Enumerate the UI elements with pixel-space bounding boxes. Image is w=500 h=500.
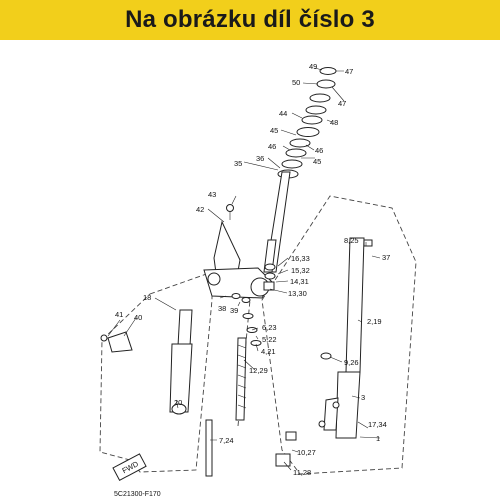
title-banner: Na obrázku díl číslo 3: [0, 0, 500, 40]
ball-race-45: [289, 138, 311, 148]
steering-stem: [263, 171, 291, 273]
washer-47: [316, 79, 336, 89]
callout-1: 1: [376, 434, 380, 443]
callout-17-34: 17,34: [368, 420, 387, 429]
callout-47b: 47: [338, 99, 346, 108]
ball-bearing-46: [285, 148, 307, 158]
stem-outline: [237, 299, 251, 427]
callout-18: 18: [143, 293, 151, 302]
callout-47: 47: [345, 67, 353, 76]
right-fork-assembly: [275, 237, 373, 467]
damper-rod: [205, 419, 213, 477]
callout-7-24: 7,24: [219, 436, 234, 445]
callout-10-27: 10,27: [297, 448, 316, 457]
callout-48: 48: [330, 118, 338, 127]
callout-45: 45: [270, 126, 278, 135]
leader-lines: [107, 67, 381, 471]
nut-50: [309, 93, 331, 103]
callout-45b: 45: [313, 157, 321, 166]
callout-8-25: 8,25: [344, 236, 359, 245]
callout-40: 40: [134, 313, 142, 322]
bracket-fasteners: [231, 263, 276, 303]
diagram-code: 5C21300-F170: [114, 491, 161, 498]
fork-spring: [235, 337, 247, 421]
callout-3: 3: [361, 393, 365, 402]
left-fork-outline: [99, 271, 213, 473]
callout-5-22: 5,22: [262, 335, 277, 344]
nut-49: [319, 67, 337, 75]
callout-46: 46: [315, 146, 323, 155]
ball-bearing-46b: [281, 159, 303, 169]
callout-49: 49: [309, 62, 317, 71]
washer-47b: [305, 105, 327, 115]
callout-6-23: 6,23: [262, 323, 277, 332]
callout-4-21: 4,21: [261, 347, 276, 356]
cover-48: [301, 115, 323, 125]
callout-43: 43: [208, 190, 216, 199]
callout-15-32: 15,32: [291, 266, 310, 275]
callout-35: 35: [234, 159, 242, 168]
left-fork-assembly: [100, 309, 193, 415]
callout-12-29: 12,29: [249, 366, 268, 375]
title-text: Na obrázku díl číslo 3: [125, 6, 375, 33]
callout-37: 37: [382, 253, 390, 262]
callout-36: 36: [256, 154, 264, 163]
callout-11-28: 11,28: [293, 468, 311, 477]
callout-50: 50: [292, 78, 300, 87]
race-44: [296, 127, 320, 137]
under-bracket: [203, 267, 273, 299]
callout-44: 44: [279, 109, 287, 118]
callout-20: 20: [174, 398, 182, 407]
callout-39: 39: [230, 306, 238, 315]
bearing-stack: [277, 67, 337, 179]
callout-41: 41: [115, 310, 123, 319]
callout-13-30: 13,30: [288, 289, 307, 298]
callout-46b: 46: [268, 142, 276, 151]
fwd-badge: FWD: [112, 453, 147, 482]
callout-16-33: 16,33: [291, 254, 310, 263]
seal-rings: [242, 313, 262, 346]
callout-2-19: 2,19: [367, 317, 382, 326]
parts-diagram: FWD 49 47 50 47 48 44 45 46 46 45 35 36 …: [99, 62, 417, 498]
callout-42: 42: [196, 205, 204, 214]
callout-9-26: 9,26: [344, 358, 359, 367]
callout-14-31: 14,31: [290, 277, 309, 286]
callout-38: 38: [218, 304, 226, 313]
